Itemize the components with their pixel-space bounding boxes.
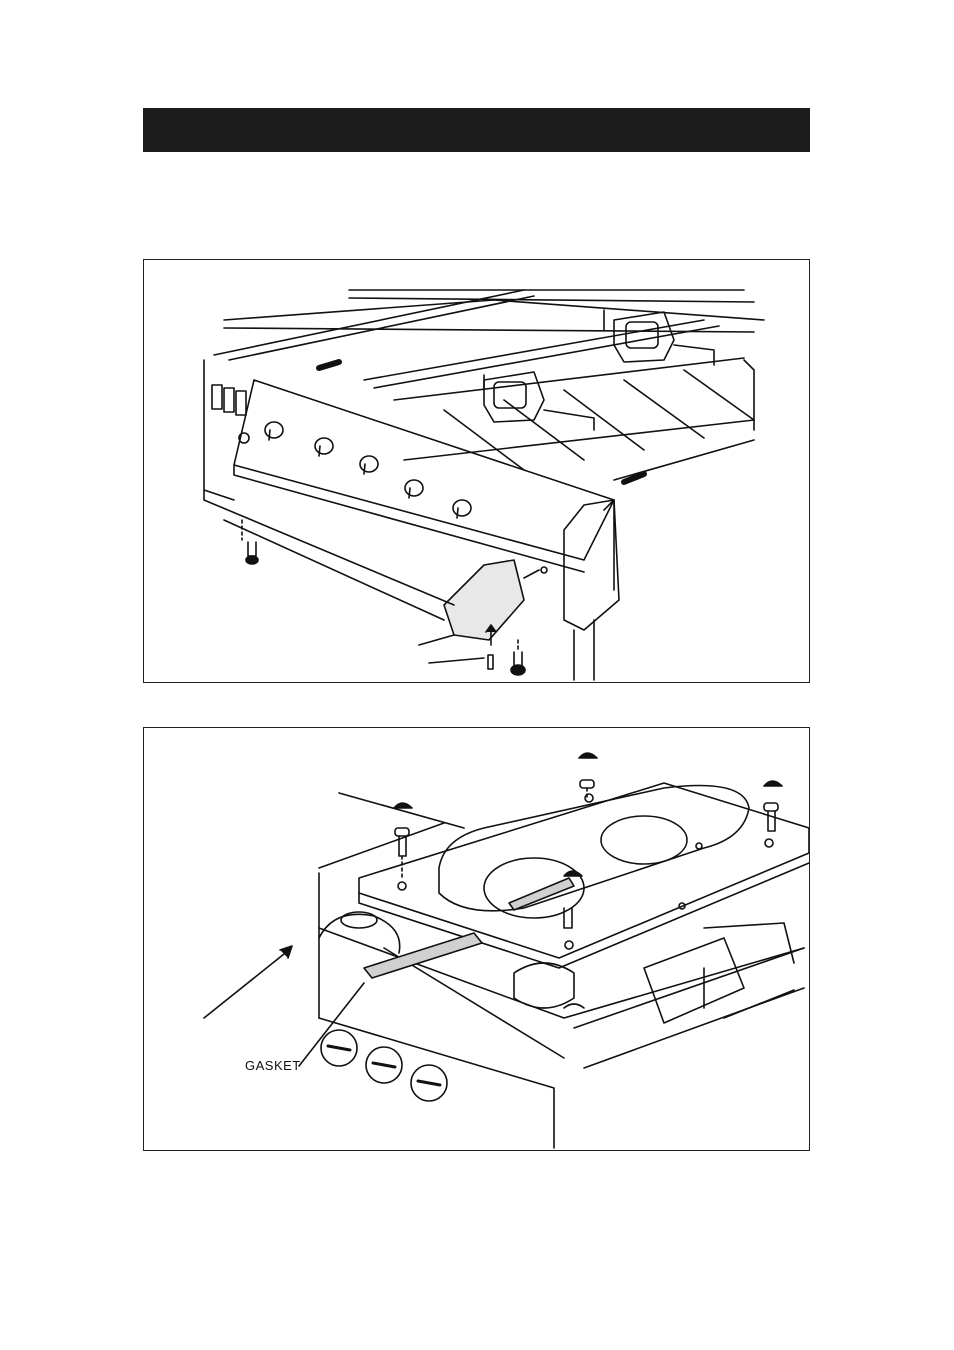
section-header-bar (143, 108, 810, 152)
cooktop-burner-plate-illustration (144, 728, 809, 1150)
plate-holes (398, 794, 773, 949)
front-knobs (321, 1030, 447, 1101)
figure-top (143, 259, 810, 683)
figure-bottom: GASKET (143, 727, 810, 1151)
gasket-callout-label: GASKET (245, 1058, 301, 1073)
control-knobs (265, 422, 471, 518)
screw-icons (246, 362, 644, 675)
cooktop-front-panel-illustration (144, 260, 809, 682)
